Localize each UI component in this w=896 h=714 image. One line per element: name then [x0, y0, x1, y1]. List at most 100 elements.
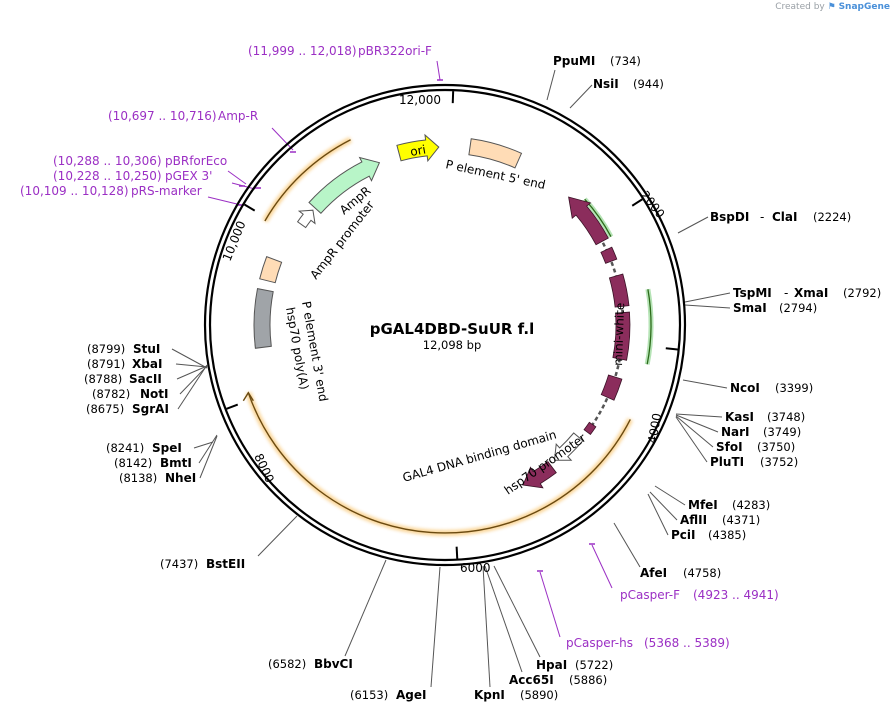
p-element-5-box — [468, 138, 523, 169]
enzyme-name-tspmi: TspMI — [733, 286, 772, 300]
primer-range-amp-r: (10,697 .. 10,716) — [108, 109, 217, 123]
leader-sacii — [176, 365, 208, 380]
leader-sgrai — [177, 364, 208, 410]
enzyme-pos-ppumi: (734) — [610, 54, 641, 68]
leader-bmti — [198, 434, 218, 464]
enzyme-name-bbvci: BbvCI — [314, 657, 353, 671]
enzyme-pos-sfoi: (3750) — [757, 440, 795, 454]
feature-layer — [242, 133, 654, 536]
primer-range-pcasper-f: (4923 .. 4941) — [693, 588, 779, 602]
p-element-3-box — [259, 255, 283, 284]
enzyme-pos-sgrai: (8675) — [86, 402, 124, 416]
orange-highlight-arrowhead-left — [242, 391, 254, 402]
leader-tspmi-xmai — [684, 292, 731, 303]
primer-range-pgex3: (10,228 .. 10,250) — [53, 169, 162, 183]
leader-bbvci — [344, 559, 387, 657]
orange-highlight-line-top — [264, 139, 351, 222]
primer-name-pcasper-f: pCasper-F — [620, 588, 680, 602]
enzyme-pos-xbai: (8791) — [87, 357, 125, 371]
enzyme-name-smai: SmaI — [733, 301, 767, 315]
primer-name-prs-marker: pRS-marker — [131, 184, 202, 198]
enzyme-pos-aflii: (4371) — [722, 513, 760, 527]
enzyme-pos-kpni: (5890) — [520, 688, 558, 702]
enzyme-name-xbai: XbaI — [132, 357, 162, 371]
enzyme-pos-smai: (2794) — [779, 301, 817, 315]
watermark-brand: SnapGene — [838, 2, 890, 12]
enzyme-pos-ncoi: (3399) — [775, 381, 813, 395]
enzyme-pos-bmti: (8142) — [114, 456, 152, 470]
enzyme-name-bspdi: BspDI — [710, 210, 749, 224]
leader-pcasper-hs — [539, 571, 561, 638]
enzyme-name-mfei: MfeI — [688, 498, 718, 512]
enzyme-name-stui: StuI — [133, 342, 160, 356]
enzyme-name-sfoi: SfoI — [716, 440, 743, 454]
leader-mfei — [654, 485, 686, 506]
enzyme-name-bmti: BmtI — [160, 456, 192, 470]
primer-name-pbr322ori-f: pBR322ori-F — [358, 44, 432, 58]
tick-label-12000: 12,000 — [399, 93, 441, 107]
enzyme-name-kasi: KasI — [725, 410, 754, 424]
enzyme-name-bsteii: BstEII — [206, 557, 245, 571]
leader-ppumi — [546, 69, 556, 101]
leader-lines — [171, 60, 731, 688]
enzyme-name-agei: AgeI — [396, 688, 426, 702]
leader-pluti — [675, 416, 708, 463]
enzyme-pos-clai: (2224) — [813, 210, 851, 224]
feature-label-mini-white: mini-white — [611, 303, 627, 367]
backbone-outer — [203, 83, 687, 567]
tick-marks — [226, 91, 678, 559]
mini-white-exon-6 — [583, 421, 597, 436]
enzyme-name-hpai: HpaI — [536, 658, 567, 672]
enzyme-sep-tspmi: - — [784, 286, 788, 300]
tick-label-10000: 10,000 — [220, 219, 249, 263]
enzyme-pos-afei: (4758) — [683, 566, 721, 580]
primer-name-pcasper-hs: pCasper-hs — [566, 636, 633, 650]
green-highlight-line-1 — [584, 198, 612, 238]
primer-name-pbrforeco: pBRforEco — [165, 154, 227, 168]
feature-label-p-element-5: P element 5' end — [444, 157, 546, 192]
primer-range-prs-marker: (10,109 .. 10,128) — [20, 184, 129, 198]
enzyme-name-noti: NotI — [140, 387, 169, 401]
backbone-inner — [208, 88, 682, 562]
mini-white-exon-arrow — [568, 196, 609, 246]
mini-white-exon-4 — [612, 311, 631, 361]
enzyme-name-xmai: XmaI — [794, 286, 828, 300]
primer-name-pgex3: pGEX 3' — [165, 169, 212, 183]
leader-spei — [193, 441, 214, 449]
tick-6000 — [455, 546, 459, 559]
snapgene-watermark: Created by ⚑ SnapGene — [775, 2, 890, 12]
mini-white-exon-5 — [600, 374, 623, 401]
orange-highlight-line-left — [247, 392, 631, 534]
enzyme-pos-bbvci: (6582) — [268, 657, 306, 671]
ampr-arrow — [308, 156, 381, 215]
enzyme-name-pluti: PluTI — [710, 455, 744, 469]
leader-prs-marker — [207, 196, 242, 206]
tick-8000 — [226, 403, 239, 410]
enzyme-pos-noti: (8782) — [92, 387, 130, 401]
green-highlight-line-2 — [646, 289, 652, 365]
leader-afei — [613, 522, 641, 568]
enzyme-name-ncoi: NcoI — [730, 381, 760, 395]
tick-label-6000: 6000 — [460, 561, 491, 575]
watermark-prefix: Created by — [775, 2, 825, 12]
tick-10000 — [243, 203, 256, 212]
tick-label-4000: 4000 — [645, 412, 664, 445]
leader-pcii — [647, 493, 669, 536]
enzyme-pos-nhei: (8138) — [119, 471, 157, 485]
primer-name-amp-r: Amp-R — [218, 109, 258, 123]
leader-smai — [684, 304, 731, 309]
enzyme-name-nari: NarI — [721, 425, 750, 439]
leader-amp-r — [271, 127, 294, 151]
leader-kasi — [675, 413, 723, 418]
primer-range-pcasper-hs: (5368 .. 5389) — [644, 636, 730, 650]
leader-bspdi-clai — [677, 216, 709, 234]
tick-4000 — [665, 347, 678, 351]
enzyme-pos-nari: (3749) — [763, 425, 801, 439]
leader-stui — [171, 348, 208, 369]
enzyme-pos-kasi: (3748) — [767, 410, 805, 424]
enzyme-name-sacii: SacII — [129, 372, 162, 386]
plasmid-name: pGAL4DBD-SuUR f.l — [370, 320, 534, 338]
enzyme-name-kpni: KpnI — [474, 688, 505, 702]
leader-aflii — [649, 491, 678, 521]
enzyme-sep-bspdi: - — [760, 210, 764, 224]
